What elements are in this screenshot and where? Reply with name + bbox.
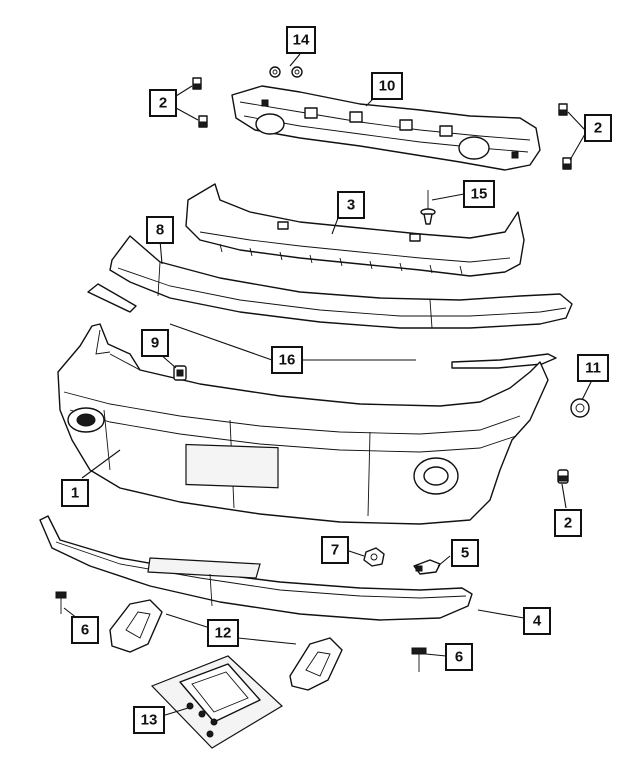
svg-text:7: 7 [331,542,339,559]
callout-3: 3 [337,191,365,219]
part-11-grommet [570,398,590,418]
part-12-tow-hooks [109,599,343,691]
part-5-clip [413,559,441,575]
svg-text:11: 11 [585,360,601,377]
part-1-bumper-fascia [57,323,549,525]
callout-7: 7 [321,536,349,564]
callout-2-upper-right: 2 [584,114,612,142]
part-2-clip-lower-right [557,469,569,484]
svg-text:13: 13 [141,712,158,729]
svg-text:6: 6 [455,649,463,666]
callout-15: 15 [463,180,495,208]
callout-13: 13 [133,706,165,734]
part-2-clips-upper-left [192,77,208,128]
callout-11: 11 [577,354,609,382]
svg-text:10: 10 [379,78,396,95]
svg-text:3: 3 [347,197,355,214]
svg-text:2: 2 [159,95,167,112]
part-16-side-trims [87,283,557,369]
callout-16: 16 [271,346,303,374]
callout-4: 4 [523,607,551,635]
callout-9: 9 [141,329,169,357]
part-10-reinforcement-beam [231,85,541,171]
callout-14: 14 [286,26,316,54]
part-4-lower-valance [39,515,473,621]
svg-text:8: 8 [156,222,164,239]
svg-text:4: 4 [533,613,542,630]
callout-1: 1 [61,479,89,507]
part-15-fastener [420,190,436,225]
part-2-clips-upper-right [558,103,572,170]
svg-text:2: 2 [564,515,572,532]
callout-5: 5 [451,539,479,567]
callout-10: 10 [371,72,403,100]
part-8-upper-trim [109,235,573,329]
callout-8: 8 [146,216,174,244]
part-9-clip [173,365,187,381]
callout-2-lower-right: 2 [554,509,582,537]
callout-6-right: 6 [445,643,473,671]
part-7-nut [363,547,385,567]
svg-text:5: 5 [461,545,469,562]
svg-text:12: 12 [215,625,232,642]
part-13-license-bracket [150,655,283,749]
part-6-bolt-left [55,591,67,614]
svg-text:9: 9 [151,335,159,352]
svg-text:15: 15 [471,186,488,203]
svg-text:1: 1 [71,485,79,502]
svg-text:6: 6 [81,622,89,639]
svg-text:14: 14 [293,32,310,49]
part-3-upper-absorber [185,183,525,277]
part-14-pins [269,66,303,78]
part-6-bolt-right [411,647,427,672]
svg-text:16: 16 [279,352,296,369]
callout-6-left: 6 [71,616,99,644]
callout-12: 12 [207,619,239,647]
svg-text:2: 2 [594,120,602,137]
callout-2-upper-left: 2 [149,89,177,117]
